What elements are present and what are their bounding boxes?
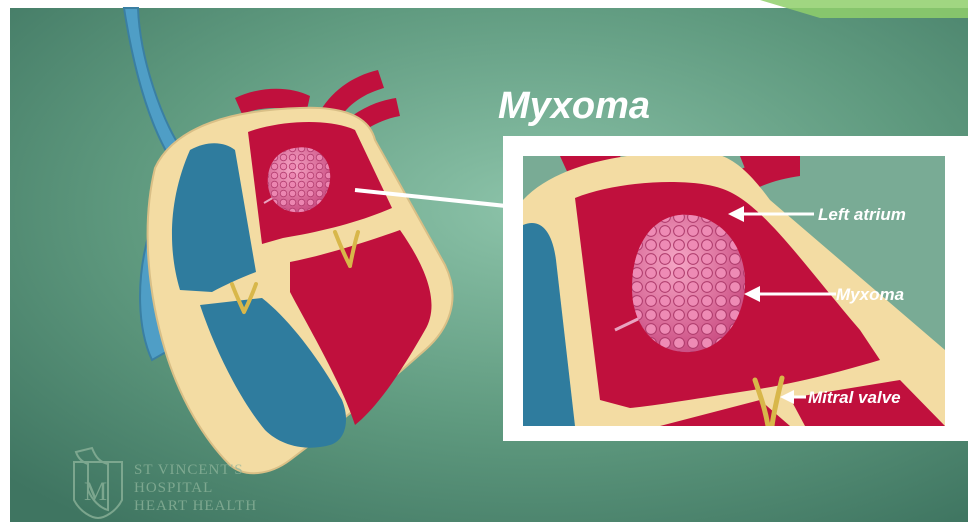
logo-line-3: HEART HEALTH: [134, 498, 257, 514]
zoom-inset: Left atrium Myxoma Mitral valve: [503, 136, 968, 441]
logo-line-2: HOSPITAL: [134, 480, 213, 496]
svg-text:M: M: [84, 477, 107, 506]
slide-title: Myxoma: [498, 85, 650, 127]
label-text-mitral-valve: Mitral valve: [808, 388, 901, 407]
label-text-left-atrium: Left atrium: [818, 205, 906, 224]
label-text-myxoma: Myxoma: [836, 285, 904, 304]
logo-line-1: ST VINCENT'S: [134, 462, 244, 478]
